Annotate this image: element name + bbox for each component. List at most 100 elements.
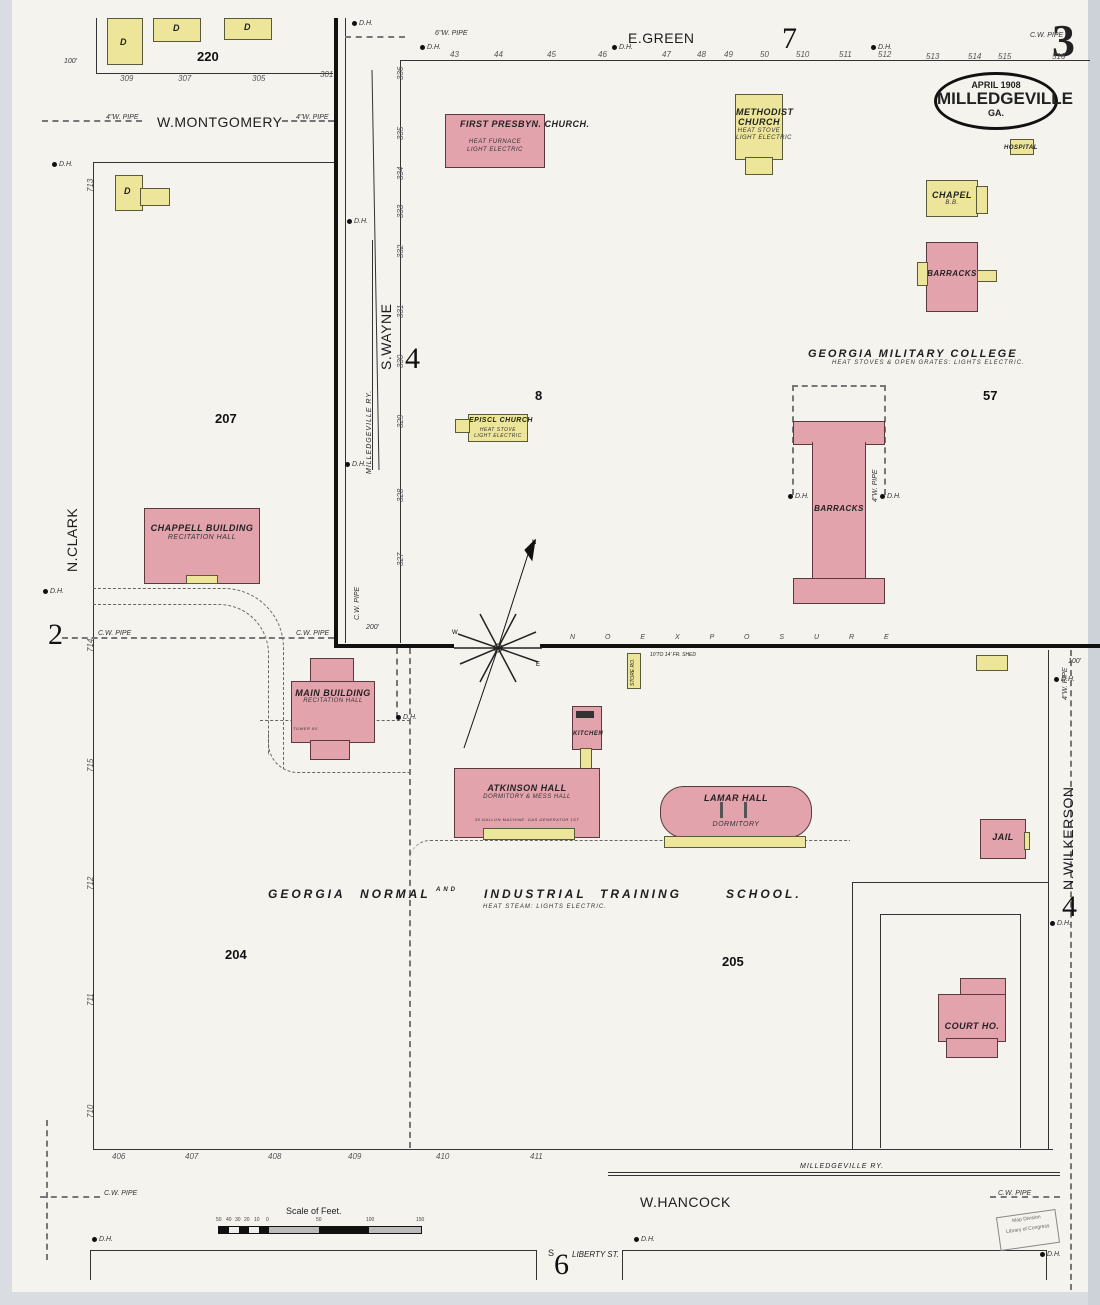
block8-north-edge (400, 60, 1090, 61)
address-number: 410 (436, 1152, 450, 1161)
address-number: 715 (86, 758, 95, 772)
building-chapel: CHAPEL B.B. (926, 180, 978, 217)
dwelling: D (224, 18, 272, 40)
address-number: 43 (450, 50, 459, 59)
adjacent-sheet-center: 4 (405, 342, 420, 375)
address-number: 514 (968, 52, 982, 61)
railway-label: MILLEDGEVILLE RY. (366, 389, 373, 474)
outbuilding (976, 655, 1008, 671)
address-number: 331 (396, 304, 405, 318)
pipe-line (345, 36, 405, 38)
street-s-liberty: LIBERTY ST. (572, 1250, 619, 1259)
kitchen-passage (580, 748, 592, 770)
block-number: 57 (983, 388, 998, 403)
address-number: 713 (86, 178, 95, 192)
address-number: 406 (112, 1152, 126, 1161)
hydrant-marker: D.H. (880, 493, 901, 500)
building-hospital (1010, 139, 1034, 155)
street-n-wilkerson: N.WILKERSON (1060, 786, 1076, 890)
pipe-label: 4"W. PIPE (296, 114, 329, 121)
chimney (744, 802, 747, 818)
address-number: 516 (1052, 52, 1066, 61)
building-store (627, 653, 641, 689)
building-barracks-large-top (793, 421, 885, 445)
exposure-line-west (334, 644, 454, 648)
address-number: 45 (547, 50, 556, 59)
walkway (410, 840, 850, 861)
address-number: 510 (796, 50, 810, 59)
dwelling: D (153, 18, 201, 42)
scale-title: Scale of Feet. (286, 1206, 342, 1216)
block-number: 205 (722, 954, 744, 969)
address-number: 407 (185, 1152, 199, 1161)
street-s-liberty-prefix: S (548, 1248, 555, 1258)
dimension-label: 200' (366, 624, 380, 631)
address-number: 512 (878, 50, 892, 59)
courthouse-lot-east (1020, 914, 1021, 1148)
building-main-south (310, 740, 350, 760)
pipe-line (62, 637, 334, 639)
wayne-street-edge (345, 18, 346, 643)
address-number: 48 (697, 50, 706, 59)
chapel-addition (976, 186, 988, 214)
barracks-porch (977, 270, 997, 282)
address-number: 307 (178, 74, 192, 83)
walkway (93, 588, 284, 769)
institution-gnits-word: AND (436, 887, 458, 893)
address-number: 328 (396, 488, 405, 502)
institution-georgia-military-college: GEORGIA MILITARY COLLEGE (808, 348, 1018, 360)
building-main: MAIN BUILDING RECITATION HALL TOWER 50' (291, 681, 375, 743)
hydrant-marker: D.H. (347, 218, 368, 225)
building-episcopal-church: EPISCL CHURCH HEAT STOVE LIGHT ELECTRIC (468, 414, 532, 442)
address-number: 336 (396, 66, 405, 80)
institution-gnits-word: SCHOOL. (726, 887, 802, 901)
building-atkinson-hall: ATKINSON HALL DORMITORY & MESS HALL 35 G… (454, 768, 600, 838)
walkway (260, 720, 410, 1151)
address-number: 50 (760, 50, 769, 59)
block220-south-edge (96, 73, 333, 74)
building-main-tower-north (310, 658, 354, 684)
railway-line-a (608, 1172, 1060, 1173)
railway-track-b (372, 240, 373, 470)
title-city: MILLEDGEVILLE (937, 89, 1073, 108)
adjacent-sheet-left: 2 (48, 618, 63, 651)
sheet-edge (1088, 0, 1100, 1305)
dwelling-addition (140, 188, 170, 206)
address-number: 335 (396, 126, 405, 140)
walkway (93, 604, 269, 755)
south-block-east-east (1046, 1250, 1047, 1280)
pipe-label: C.W. PIPE (104, 1190, 138, 1197)
exposure-line-east (540, 644, 1100, 648)
pipe-label: 4"W. PIPE (872, 469, 879, 502)
episcopal-addition (455, 419, 470, 433)
south-block-west-north (90, 1250, 536, 1251)
railway-label-bottom: MILLEDGEVILLE RY. (800, 1163, 885, 1170)
address-number: 710 (86, 1104, 95, 1118)
block205-inner-edge (852, 882, 1048, 883)
title-date: APRIL 1908 (971, 80, 1021, 90)
address-number: 301 (320, 70, 334, 79)
courthouse-lot-west (880, 914, 881, 1148)
hydrant-marker: D.H. (43, 588, 64, 595)
address-number: 408 (268, 1152, 282, 1161)
address-number: 513 (926, 52, 940, 61)
hydrant-marker: D.H. (420, 44, 441, 51)
pipe-line (282, 120, 334, 122)
dimension-label: 100' (1068, 658, 1082, 665)
pipe-label: C.W. PIPE (998, 1190, 1032, 1197)
address-number: 309 (120, 74, 134, 83)
pipe-line (1070, 650, 1072, 1290)
courthouse-bottom (946, 1038, 998, 1058)
address-number: 44 (494, 50, 503, 59)
title-cartouche: APRIL 1908 MILLEDGEVILLE GA. (934, 72, 1073, 130)
title-state: GA. (987, 108, 1004, 118)
address-number: 409 (348, 1152, 362, 1161)
hydrant-marker: D.H. (871, 44, 892, 51)
hydrant-marker: D.H. (92, 1236, 113, 1243)
hydrant-marker: D.H. (1050, 920, 1071, 927)
compass-rose-icon: N W E (452, 538, 542, 749)
institution-gnits-word: INDUSTRIAL (484, 887, 587, 901)
block-number: 204 (225, 947, 247, 962)
dwelling: D (115, 175, 143, 211)
pipe-label: C.W. PIPE (1030, 32, 1064, 39)
